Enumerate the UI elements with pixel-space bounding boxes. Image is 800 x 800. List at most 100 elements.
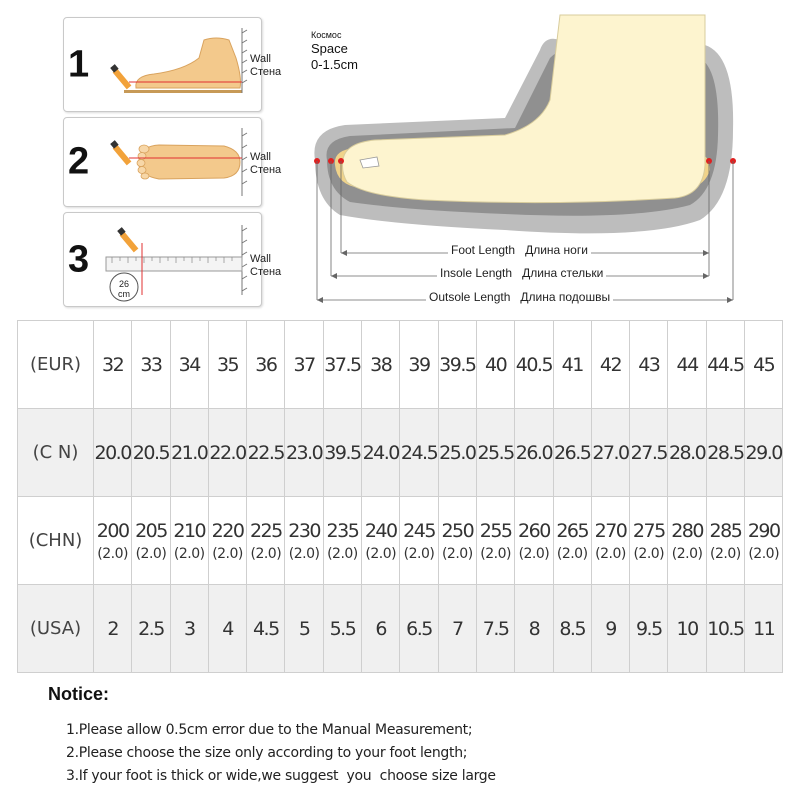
size-value: 3 xyxy=(183,617,196,640)
size-value: 280 xyxy=(671,519,704,542)
size-cell: 10 xyxy=(667,584,707,673)
size-cell: 250(2.0) xyxy=(437,496,477,585)
size-value: 4 xyxy=(222,617,234,640)
size-subvalue: (2.0) xyxy=(403,545,435,562)
size-value: 22.0 xyxy=(209,441,247,464)
size-value: 7 xyxy=(452,617,464,640)
size-value: 45 xyxy=(753,353,776,376)
size-value: 23.0 xyxy=(285,441,324,464)
size-cell: 43 xyxy=(629,320,669,409)
size-value: 32 xyxy=(102,353,125,376)
size-cell: 245 (2.0) xyxy=(399,496,439,585)
outsole-length-label: Outsole Length Длина подошвы xyxy=(426,290,614,304)
size-value: 34 xyxy=(178,353,202,376)
space-label: Космос Space 0-1.5cm xyxy=(311,30,358,72)
table-row: (CHN)200(2.0)205(2.0)210(2.0)220(2.0)225… xyxy=(17,496,784,585)
size-cell: 22.5 xyxy=(246,408,286,497)
insole-length-label: Insole Length Длина стельки xyxy=(437,266,607,280)
size-cell: 230(2.0) xyxy=(284,496,324,585)
size-value: 220 xyxy=(211,519,245,542)
size-value: 22.5 xyxy=(247,441,286,464)
notice-line-1: 1.Please allow 0.5cm error due to the Ma… xyxy=(66,722,473,738)
size-value: 41 xyxy=(561,353,585,376)
size-cell: 280(2.0) xyxy=(667,496,707,585)
size-cell: 35 xyxy=(207,320,248,409)
size-subvalue: (2.0) xyxy=(556,545,588,562)
size-cell: 4.5 xyxy=(246,584,286,673)
step-number: 1 xyxy=(68,43,90,85)
size-cell: 34 xyxy=(169,320,209,409)
step-number: 2 xyxy=(68,140,90,183)
size-cell: 10.5 xyxy=(705,584,745,673)
size-cell: 24.0 xyxy=(361,408,400,497)
size-cell: 5.5 xyxy=(322,584,363,673)
foot-side-illustration xyxy=(110,28,248,93)
size-cell: 9 xyxy=(590,584,631,673)
size-value: 4.5 xyxy=(252,617,280,640)
size-cell: 2.5 xyxy=(131,584,171,673)
size-cell: 44.5 xyxy=(705,320,745,409)
row-header: (EUR) xyxy=(17,320,94,409)
size-cell: 225(2.0) xyxy=(246,496,286,585)
size-subvalue: (2.0) xyxy=(748,545,780,562)
size-cell: 220 (2.0) xyxy=(207,496,248,585)
size-cell: 290 (2.0) xyxy=(744,496,784,585)
size-cell: 40 xyxy=(475,320,516,409)
size-value: 25.5 xyxy=(477,441,515,464)
size-value: 10 xyxy=(676,617,700,640)
foot-top-illustration xyxy=(110,128,248,196)
size-cell: 23.0 xyxy=(284,408,324,497)
size-cell: 39.5 xyxy=(322,408,362,497)
size-subvalue: (2.0) xyxy=(595,545,626,562)
size-value: 37 xyxy=(293,353,317,376)
size-value: 255 xyxy=(479,519,513,542)
size-value: 27.0 xyxy=(592,441,630,464)
size-value: 245 xyxy=(403,519,436,542)
size-value: 9.5 xyxy=(635,617,663,640)
size-cell: 2 xyxy=(92,584,133,673)
size-subvalue: (2.0) xyxy=(518,545,550,562)
size-value: 24.5 xyxy=(400,441,439,464)
size-cell: 25.5 xyxy=(475,408,515,497)
size-cell: 27.0 xyxy=(590,408,630,497)
size-cell: 3 xyxy=(169,584,209,673)
size-cell: 5 xyxy=(284,584,324,673)
size-value: 5 xyxy=(298,617,311,640)
size-value: 290 xyxy=(747,519,781,542)
size-cell: 38 xyxy=(361,320,401,409)
size-cell: 210(2.0) xyxy=(169,496,209,585)
size-value: 44.5 xyxy=(707,353,745,376)
size-cell: 44 xyxy=(667,320,707,409)
size-subvalue: (2.0) xyxy=(212,545,243,562)
size-value: 240 xyxy=(364,519,398,542)
size-cell: 235(2.0) xyxy=(322,496,363,585)
size-cell: 6 xyxy=(361,584,401,673)
size-value: 210 xyxy=(173,519,206,542)
size-cell: 39.5 xyxy=(437,320,477,409)
size-value: 37.5 xyxy=(324,353,362,376)
size-cell: 28.5 xyxy=(705,408,745,497)
size-value: 33 xyxy=(140,353,163,376)
row-header: (C N) xyxy=(17,408,94,497)
size-value: 9 xyxy=(605,617,617,640)
size-value: 39 xyxy=(408,353,431,376)
size-value: 42 xyxy=(599,353,623,376)
size-value: 44 xyxy=(676,353,700,376)
size-cell: 21.0 xyxy=(169,408,209,497)
ruler-illustration xyxy=(105,225,248,302)
size-cell: 8.5 xyxy=(552,584,592,673)
size-value: 40 xyxy=(485,353,508,376)
size-cell: 45 xyxy=(744,320,784,409)
size-cell: 36 xyxy=(246,320,286,409)
size-cell: 37.5 xyxy=(322,320,362,409)
notice-title: Notice: xyxy=(48,684,110,704)
size-cell: 11 xyxy=(744,584,784,673)
row-header: (CHN) xyxy=(17,496,94,585)
size-subvalue: (2.0) xyxy=(441,545,473,562)
size-value: 2.5 xyxy=(138,617,165,640)
